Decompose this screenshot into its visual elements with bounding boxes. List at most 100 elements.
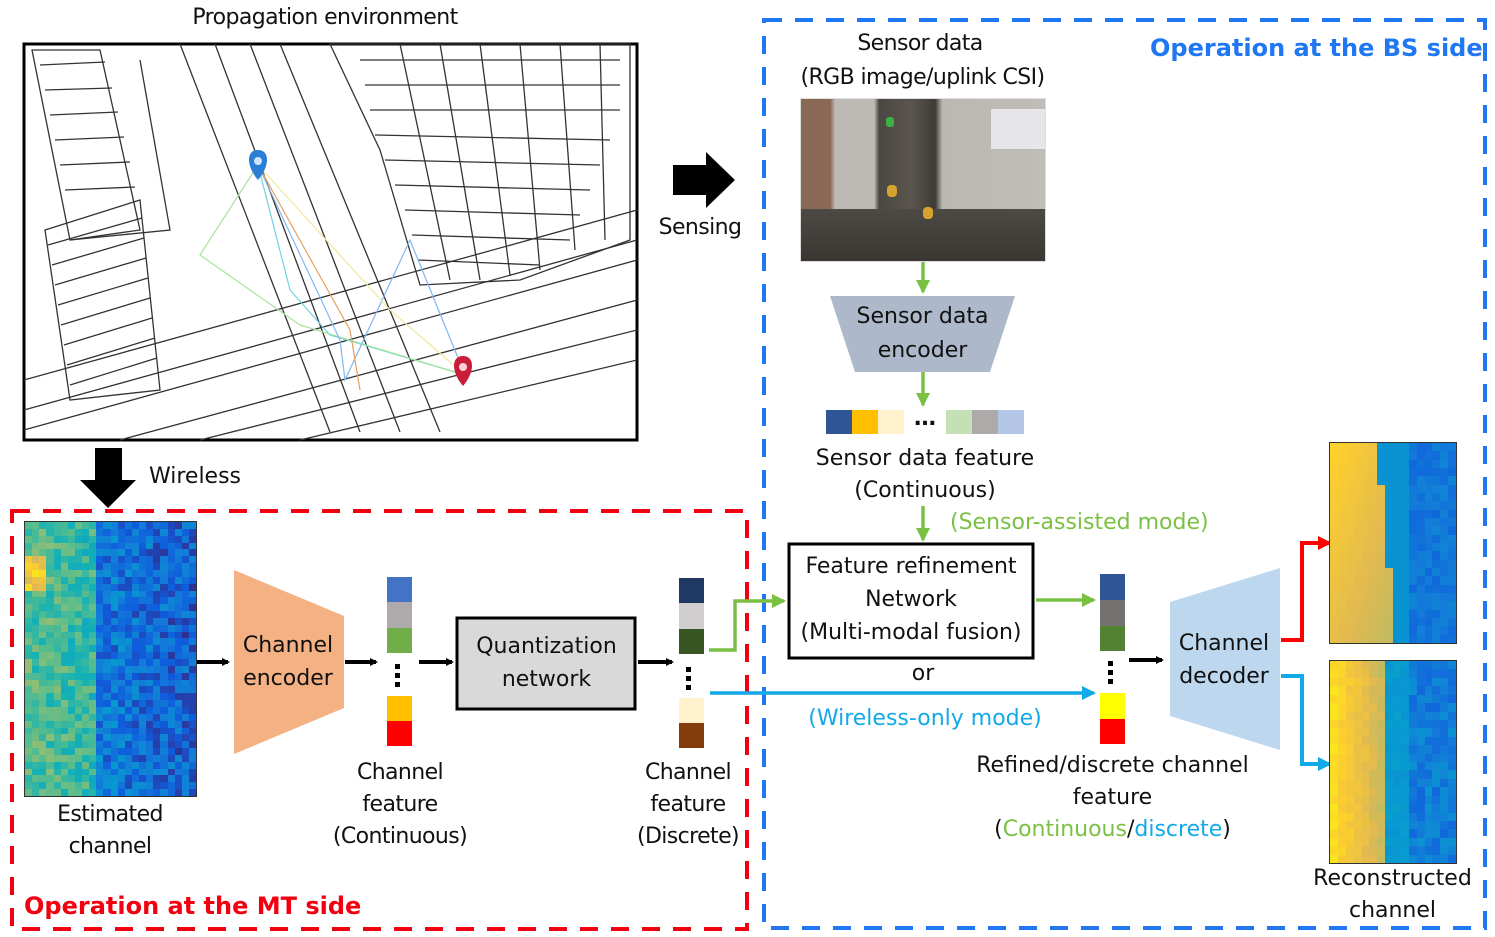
heatmap-cell bbox=[1330, 526, 1339, 536]
heatmap-cell bbox=[39, 638, 48, 647]
heatmap-cell bbox=[1424, 468, 1434, 478]
heatmap-cell bbox=[146, 768, 155, 777]
reconstructed-channel-heatmap-wireless bbox=[1329, 660, 1457, 864]
heatmap-cell bbox=[1416, 703, 1426, 713]
heatmap-cell bbox=[67, 789, 76, 796]
heatmap-cell bbox=[1424, 846, 1434, 856]
heatmap-cell bbox=[153, 556, 162, 565]
heatmap-cell bbox=[188, 631, 196, 640]
heatmap-cell bbox=[146, 761, 155, 770]
heatmap-cell bbox=[117, 522, 126, 530]
heatmap-cell bbox=[1361, 451, 1371, 461]
heatmap-cell bbox=[1400, 484, 1410, 494]
heatmap-cell bbox=[1432, 609, 1442, 619]
heatmap-cell bbox=[1361, 576, 1371, 586]
heatmap-cell bbox=[124, 549, 133, 558]
heatmap-cell bbox=[1337, 476, 1347, 486]
cyan-output-path bbox=[1281, 674, 1332, 771]
heatmap-cell bbox=[1408, 837, 1418, 848]
heatmap-cell bbox=[1345, 443, 1355, 453]
heatmap-cell bbox=[139, 645, 148, 654]
heatmap-cell bbox=[160, 604, 169, 613]
heatmap-cell bbox=[1400, 526, 1410, 536]
heatmap-cell bbox=[139, 754, 148, 763]
heatmap-cell bbox=[188, 686, 196, 695]
heatmap-cell bbox=[1408, 728, 1418, 738]
heatmap-cell bbox=[139, 679, 148, 688]
heatmap-cell bbox=[82, 583, 91, 592]
heatmap-cell bbox=[1408, 812, 1418, 822]
heatmap-cell bbox=[1393, 551, 1402, 561]
heatmap-cell bbox=[1385, 846, 1394, 856]
heatmap-cell bbox=[124, 576, 133, 585]
heatmap-cell bbox=[1408, 745, 1418, 755]
heatmap-cell bbox=[53, 782, 62, 791]
channel-encoder-label-1: Channel bbox=[242, 633, 334, 658]
heatmap-cell bbox=[74, 528, 83, 537]
heatmap-cell bbox=[1377, 795, 1387, 806]
heatmap-cell bbox=[117, 569, 126, 578]
heatmap-cell bbox=[1440, 703, 1450, 713]
heatmap-cell bbox=[124, 665, 133, 674]
heatmap-cell bbox=[110, 789, 119, 796]
heatmap-cell bbox=[174, 768, 183, 777]
heatmap-cell bbox=[153, 706, 162, 715]
heatmap-cell bbox=[32, 624, 41, 633]
heatmap-cell bbox=[32, 672, 41, 681]
heatmap-cell bbox=[1440, 443, 1450, 453]
heatmap-cell bbox=[1432, 711, 1442, 721]
heatmap-cell bbox=[53, 563, 62, 571]
heatmap-cell bbox=[1353, 736, 1363, 747]
heatmap-cell bbox=[67, 768, 76, 777]
heatmap-cell bbox=[25, 563, 34, 571]
heatmap-cell bbox=[53, 617, 62, 626]
heatmap-cell bbox=[1448, 551, 1456, 561]
heatmap-cell bbox=[1448, 634, 1456, 643]
heatmap-cell bbox=[160, 597, 169, 606]
heatmap-cell bbox=[46, 569, 55, 578]
heatmap-cell bbox=[1361, 551, 1371, 561]
heatmap-cell bbox=[1353, 703, 1363, 713]
heatmap-cell bbox=[1377, 459, 1387, 469]
heatmap-cell bbox=[1448, 745, 1456, 755]
heatmap-cell bbox=[1330, 518, 1339, 528]
heatmap-cell bbox=[131, 611, 140, 619]
heatmap-cell bbox=[1448, 534, 1456, 544]
heatmap-cell bbox=[1385, 601, 1394, 611]
heatmap-cell bbox=[96, 569, 105, 578]
heatmap-cell bbox=[1400, 669, 1410, 679]
heatmap-cell bbox=[1393, 443, 1402, 453]
heatmap-cell bbox=[153, 789, 162, 796]
heatmap-cell bbox=[60, 563, 69, 571]
heatmap-cell bbox=[1440, 661, 1450, 671]
heatmap-cell bbox=[53, 652, 62, 660]
heatmap-cell bbox=[74, 748, 83, 756]
heatmap-cell bbox=[82, 679, 91, 688]
heatmap-cell bbox=[124, 789, 133, 796]
heatmap-cell bbox=[103, 624, 112, 633]
heatmap-cell bbox=[110, 563, 119, 571]
heatmap-cell bbox=[1385, 559, 1394, 569]
heatmap-cell bbox=[82, 563, 91, 571]
heatmap-cell bbox=[1448, 686, 1456, 696]
heatmap-cell bbox=[153, 611, 162, 619]
heatmap-cell bbox=[153, 604, 162, 613]
heatmap-cell bbox=[146, 611, 155, 619]
heatmap-cell bbox=[1448, 795, 1456, 806]
heatmap-cell bbox=[174, 706, 183, 715]
heatmap-cell bbox=[110, 665, 119, 674]
heatmap-cell bbox=[160, 706, 169, 715]
heatmap-cell bbox=[25, 645, 34, 654]
heatmap-cell bbox=[89, 693, 98, 702]
heatmap-cell bbox=[117, 528, 126, 537]
heatmap-cell bbox=[1416, 728, 1426, 738]
heatmap-cell bbox=[160, 522, 169, 530]
heatmap-cell bbox=[181, 624, 190, 633]
heatmap-cell bbox=[1361, 526, 1371, 536]
heatmap-cell bbox=[1400, 762, 1410, 772]
heatmap-cell bbox=[1416, 476, 1426, 486]
heatmap-cell bbox=[89, 665, 98, 674]
quantization-label-2: network bbox=[501, 667, 592, 692]
heatmap-cell bbox=[82, 549, 91, 558]
heatmap-cell bbox=[110, 727, 119, 736]
